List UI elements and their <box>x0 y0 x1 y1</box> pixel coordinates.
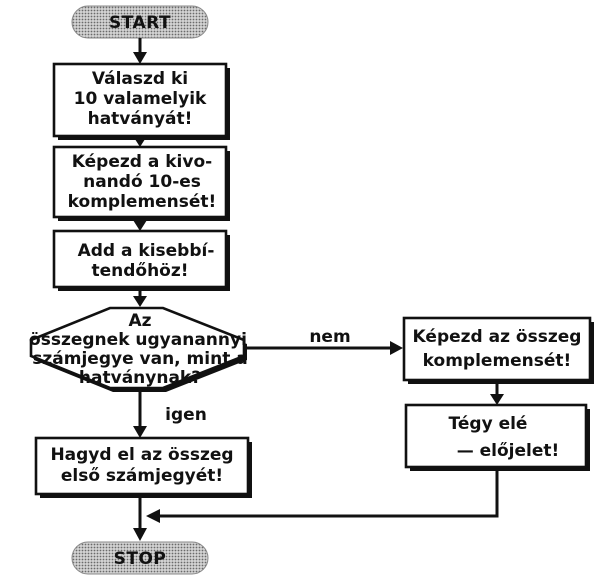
arrow-head <box>133 136 147 147</box>
stop-label: STOP <box>114 549 167 569</box>
step-drop-digit: Hagyd el az összeg első számjegyét! <box>34 436 252 498</box>
arrow-head <box>133 426 147 438</box>
step-drop-digit-line-1: Hagyd el az összeg <box>50 445 233 465</box>
decision-line-2: összegnek ugyanannyi <box>29 330 247 350</box>
step-choose-power: Válaszd ki 10 valamelyik hatványát! <box>52 62 230 140</box>
step-complement-line-3: komplemensét! <box>68 192 217 212</box>
decision-line-4: hatványnak? <box>79 368 201 388</box>
arrow-head <box>490 394 504 405</box>
arrow-head <box>146 509 160 523</box>
step-complement-line-1: Képezd a kivo- <box>72 152 212 172</box>
no-branch-label: nem <box>309 327 350 347</box>
step-sign-line-2: — előjelet! <box>457 441 560 461</box>
decision-digit-count: Az összegnek ugyanannyi számjegye van, m… <box>29 306 248 392</box>
step-sum-complement-line-1: Képezd az összeg <box>413 327 582 347</box>
step-add-line-2: tendőhöz! <box>91 261 188 281</box>
step-add-line-1: Add a kisebbí- <box>78 241 215 261</box>
arrow-head <box>133 220 147 231</box>
stop-terminal: STOP <box>71 541 209 575</box>
step-add: Add a kisebbí- tendőhöz! <box>52 229 230 291</box>
arrow-head <box>133 296 147 307</box>
step-choose-power-line-3: hatványát! <box>88 109 193 129</box>
decision-line-3: számjegye van, mint a <box>32 349 247 369</box>
step-sign: Tégy elé — előjelet! <box>404 403 590 471</box>
step-choose-power-line-1: Válaszd ki <box>92 69 188 89</box>
arrow-head <box>133 52 147 64</box>
step-complement-line-2: nandó 10-es <box>83 172 201 192</box>
connector-sign-to-merge <box>158 471 499 518</box>
step-sign-line-1: Tégy elé <box>449 414 528 434</box>
step-sum-complement-line-2: komplemensét! <box>423 351 572 371</box>
decision-line-1: Az <box>128 311 151 331</box>
start-label: START <box>109 13 171 33</box>
start-terminal: START <box>71 5 209 39</box>
step-complement: Képezd a kivo- nandó 10-es komplemensét! <box>52 145 230 221</box>
arrow-head <box>390 341 403 355</box>
arrow-head <box>133 528 147 541</box>
step-drop-digit-line-2: első számjegyét! <box>61 466 223 486</box>
step-choose-power-line-2: 10 valamelyik <box>74 89 207 109</box>
yes-branch-label: igen <box>165 405 207 425</box>
step-sum-complement: Képezd az összeg komplemensét! <box>402 316 594 384</box>
